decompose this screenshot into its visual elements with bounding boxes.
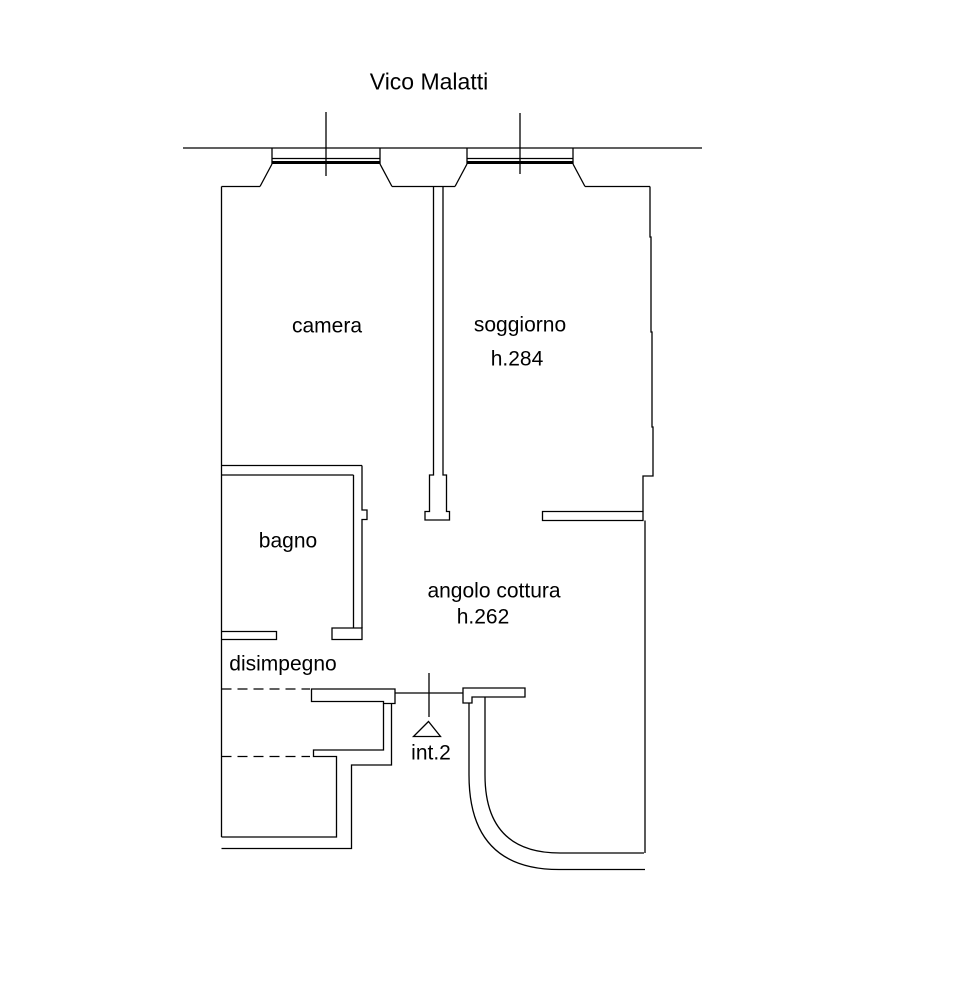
right-exterior-wall bbox=[642, 186, 654, 512]
entrance-unit-label: int.2 bbox=[411, 741, 451, 765]
bagno-bottom-wall bbox=[221, 630, 278, 641]
room-label-soggiorno: soggiorno bbox=[473, 313, 567, 337]
window-soggiorno-symbol bbox=[454, 113, 586, 187]
partition-wall-camera-soggiorno bbox=[424, 186, 451, 521]
entrance-triangle-icon bbox=[411, 720, 442, 738]
entrance-right-wall-block bbox=[462, 687, 526, 704]
room-height-angolo-cottura: h.262 bbox=[456, 605, 510, 629]
room-label-camera: camera bbox=[291, 314, 363, 338]
room-label-angolo-cottura: angolo cottura bbox=[427, 579, 561, 603]
disimpegno-dashed-lines bbox=[221, 688, 310, 758]
soggiorno-bottom-wall-bar bbox=[541, 510, 644, 522]
curved-stair-wall bbox=[468, 697, 645, 871]
bagno-right-wall bbox=[331, 465, 368, 641]
street-name-label: Vico Malatti bbox=[369, 68, 489, 95]
disimpegno-walls bbox=[221, 688, 396, 850]
room-label-disimpegno: disimpegno bbox=[229, 652, 337, 676]
entrance-door bbox=[395, 673, 463, 717]
camera-bottom-wall bbox=[221, 464, 362, 476]
window-camera-symbol bbox=[259, 112, 393, 187]
room-height-soggiorno: h.284 bbox=[490, 347, 544, 371]
room-label-bagno: bagno bbox=[258, 529, 318, 553]
